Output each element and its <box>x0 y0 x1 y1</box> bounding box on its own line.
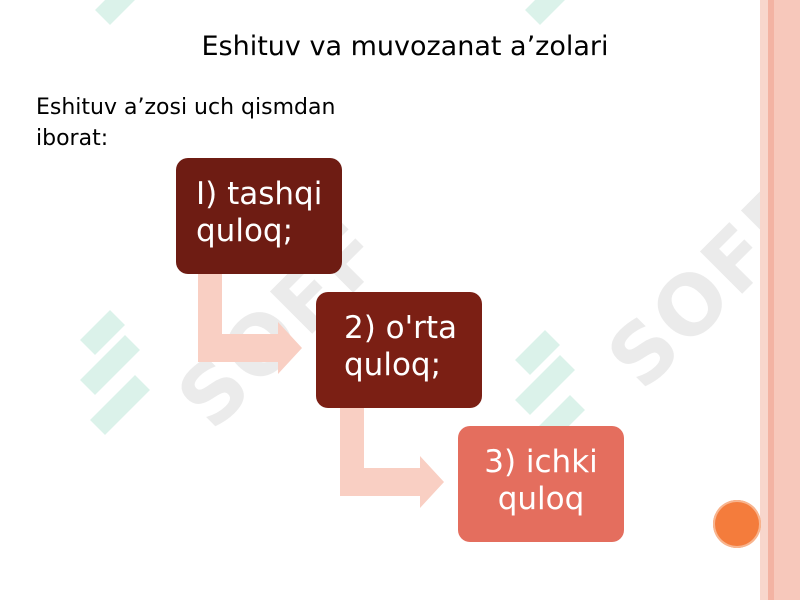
border-stripe <box>774 0 800 600</box>
arrow-connector-icon <box>340 404 444 508</box>
watermark-logo-icon <box>80 310 150 435</box>
arrow-connector-icon <box>198 270 302 374</box>
watermark-logo-icon <box>95 0 135 25</box>
step-box-inner-ear: 3) ichki quloq <box>458 426 624 542</box>
step-box-middle-ear: 2) o'rta quloq; <box>316 292 482 408</box>
border-stripe <box>768 0 774 600</box>
step-label: I) tashqi quloq; <box>196 176 323 249</box>
watermark-logo-icon <box>525 0 565 25</box>
border-stripe <box>760 0 768 600</box>
slide-title: Eshituv va muvozanat a’zolari <box>201 31 609 62</box>
step-box-outer-ear: I) tashqi quloq; <box>176 158 342 274</box>
intro-text: Eshituv a’zosi uch qismdan iborat: <box>36 95 336 151</box>
accent-dot <box>713 500 761 548</box>
step-label: 2) o'rta quloq; <box>344 310 458 383</box>
step-label: 3) ichki quloq <box>484 444 598 517</box>
